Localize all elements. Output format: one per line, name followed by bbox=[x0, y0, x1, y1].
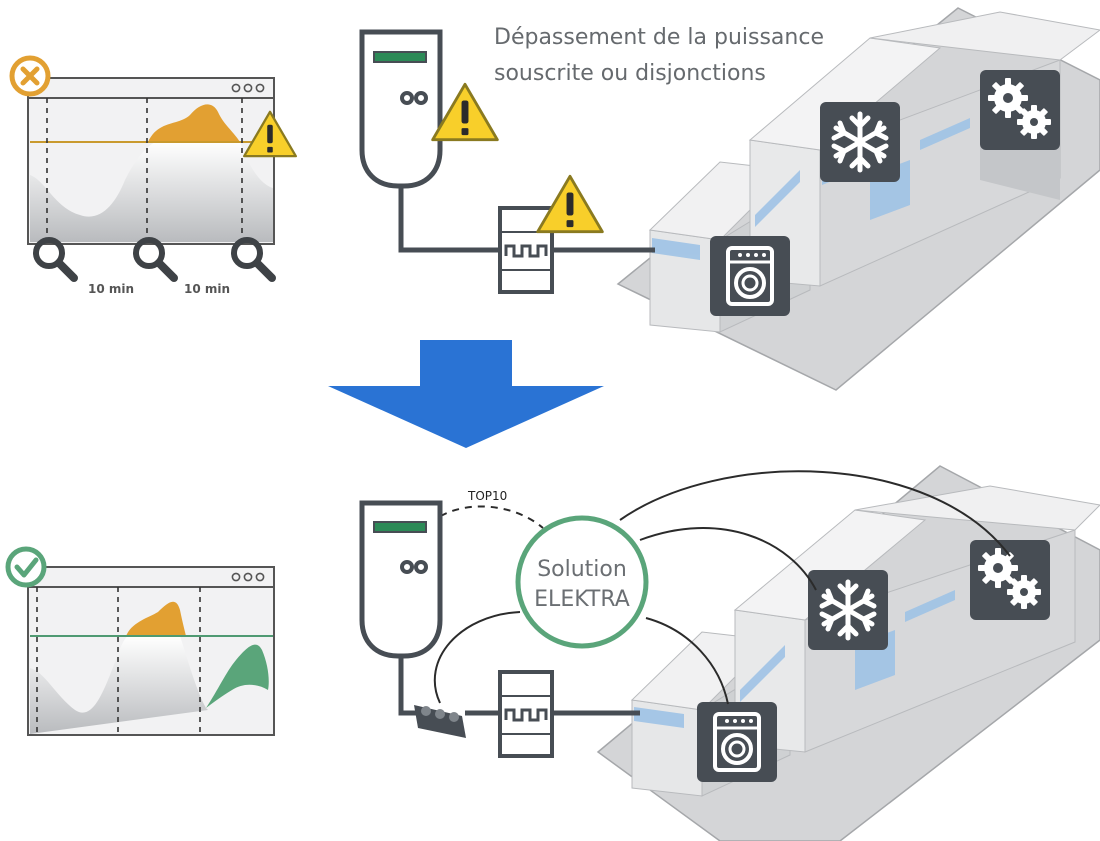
solution-label-line2: ELEKTRA bbox=[534, 587, 630, 612]
wiring-top bbox=[398, 180, 655, 253]
elektra-solution-node: Solution ELEKTRA bbox=[515, 515, 649, 649]
window-dots-icon bbox=[231, 572, 265, 582]
magnifier-icon bbox=[36, 240, 74, 278]
washing-machine-icon bbox=[697, 702, 777, 782]
chart-window-before: 10 min 10 min bbox=[9, 55, 298, 296]
interval-label-2: 10 min bbox=[184, 282, 230, 296]
interval-markers bbox=[46, 98, 243, 242]
warning-text-line1: Dépassement de la puissance bbox=[494, 25, 824, 50]
interval-label-1: 10 min bbox=[88, 282, 134, 296]
magnifier-icon bbox=[136, 240, 174, 278]
elektra-links bbox=[429, 470, 1011, 705]
warning-text-line2: souscrite ou disjonctions bbox=[494, 61, 766, 86]
interval-markers bbox=[36, 587, 201, 734]
solution-label-line1: Solution bbox=[537, 557, 627, 582]
warning-icon bbox=[536, 174, 604, 234]
peak-overrun-area bbox=[148, 104, 240, 142]
washing-machine-icon bbox=[710, 236, 790, 316]
shifted-load-area bbox=[206, 644, 269, 708]
peak-overrun-area bbox=[126, 601, 186, 636]
building-bottom bbox=[596, 465, 1100, 841]
electric-meter-icon bbox=[359, 500, 443, 659]
top10-label: TOP10 bbox=[467, 489, 507, 503]
snowflake-icon bbox=[808, 570, 888, 650]
gears-icon bbox=[980, 70, 1060, 150]
building-top bbox=[616, 7, 1100, 391]
electric-meter-icon bbox=[359, 29, 443, 189]
check-circle-icon bbox=[5, 546, 47, 588]
magnifier-icon bbox=[234, 240, 272, 278]
gears-icon bbox=[970, 540, 1050, 620]
window-dots-icon bbox=[231, 83, 265, 93]
breaker-panel-icon bbox=[498, 670, 554, 758]
sensor-clamp-icon bbox=[414, 705, 466, 738]
close-circle-icon bbox=[9, 55, 51, 97]
snowflake-icon bbox=[820, 102, 900, 182]
consumption-curve-before bbox=[30, 142, 273, 242]
down-arrow-icon bbox=[328, 340, 604, 448]
consumption-curve-after bbox=[30, 636, 208, 734]
chart-window-after bbox=[5, 546, 275, 736]
